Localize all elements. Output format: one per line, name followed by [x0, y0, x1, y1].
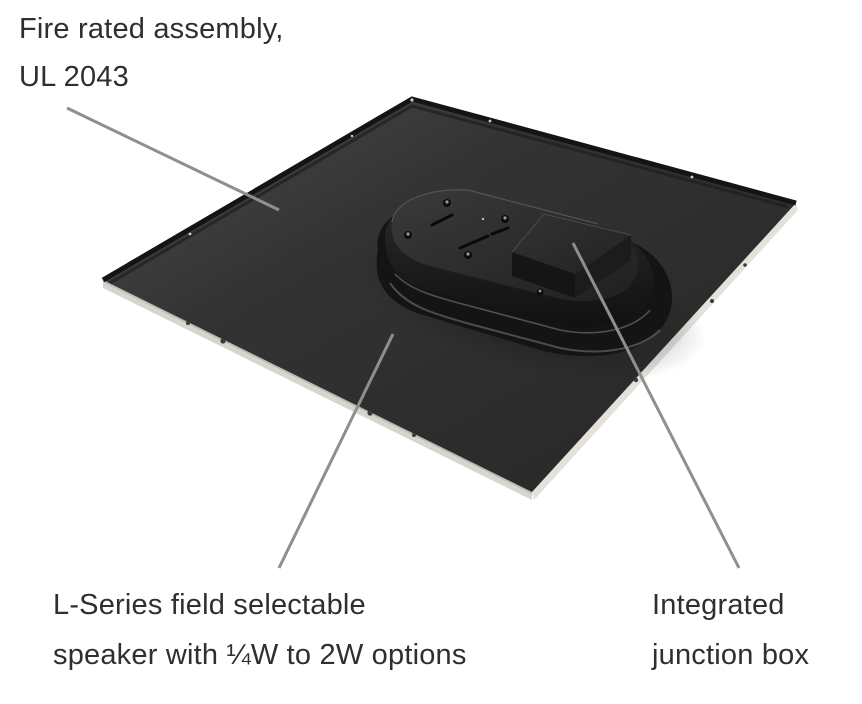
callout-speaker-line-2: speaker with ¼W to 2W options — [53, 639, 467, 671]
callout-junction-box-line-1: Integrated — [652, 589, 785, 621]
mounting-screws — [404, 199, 544, 296]
leader-lines — [66, 106, 741, 569]
mounting-slots — [430, 213, 510, 250]
callout-speaker-line-1: L-Series field selectable — [53, 589, 366, 621]
leader-line-fire-rated — [66, 106, 280, 212]
callout-fire-rated-line-1: Fire rated assembly, — [19, 13, 284, 45]
rim-rivets — [188, 98, 694, 236]
leader-line-junction-box — [571, 242, 741, 569]
callout-speaker: L-Series field selectable speaker with ¼… — [53, 580, 467, 680]
callout-junction-box-line-2: junction box — [652, 639, 810, 671]
junction-box — [511, 213, 632, 298]
callout-fire-rated: Fire rated assembly, UL 2043 — [19, 5, 284, 101]
callout-junction-box: Integrated junction box — [652, 580, 809, 680]
callout-fire-rated-line-2: UL 2043 — [19, 61, 129, 93]
leader-line-speaker — [277, 333, 395, 569]
